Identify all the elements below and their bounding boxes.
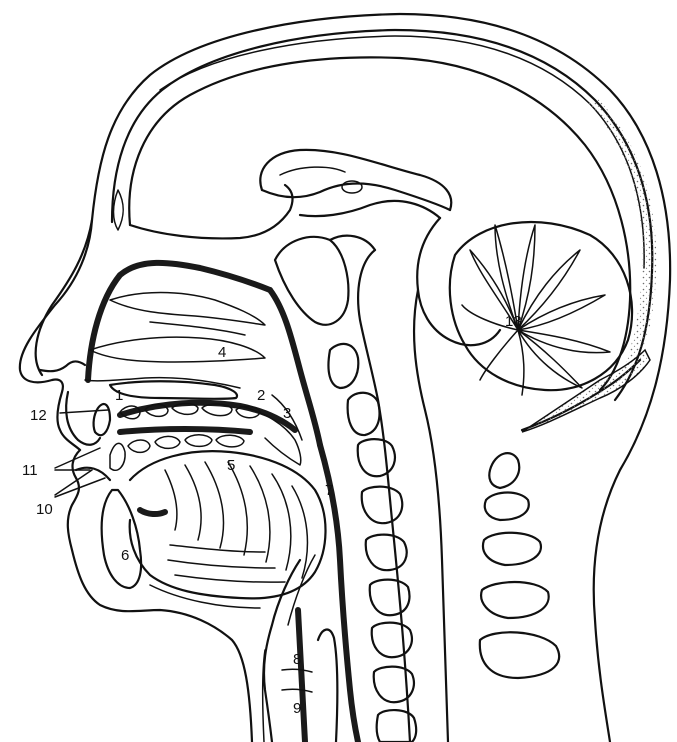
leader-lines	[55, 410, 108, 497]
label-6: 6	[121, 547, 129, 564]
tongue-muscle-fibers	[165, 462, 307, 582]
label-9: 9	[293, 700, 301, 717]
label-11: 11	[22, 462, 38, 479]
sella-region	[260, 150, 451, 218]
cerebellum	[450, 222, 650, 432]
face-profile	[20, 220, 252, 742]
label-7: 7	[325, 482, 333, 499]
skull-outline	[36, 14, 670, 742]
label-12: 12	[30, 407, 47, 424]
spinous-processes	[480, 453, 559, 678]
label-1: 1	[115, 387, 123, 404]
label-4: 4	[218, 344, 226, 361]
structure-labels: 1 2 3 4 5 6 7 8 9 10 11 12 13	[22, 313, 522, 717]
label-10: 10	[36, 501, 53, 518]
label-8: 8	[293, 651, 301, 668]
label-3: 3	[283, 405, 291, 422]
nasal-cavity	[85, 263, 270, 388]
label-5: 5	[227, 457, 235, 474]
brainstem-spinal-cord	[358, 218, 500, 742]
label-2: 2	[257, 387, 265, 404]
label-13: 13	[505, 313, 522, 330]
arbor-vitae	[462, 225, 610, 395]
